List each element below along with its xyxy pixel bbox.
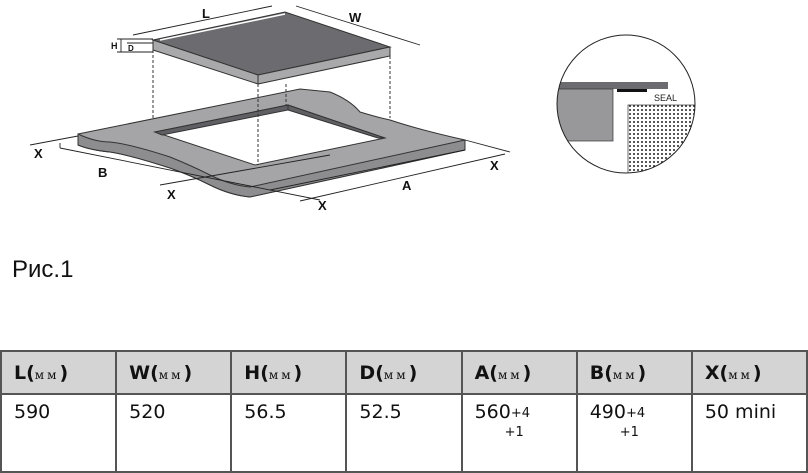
table-header-row: L(мм) W(мм) H(мм) D(мм) A(мм) B(мм) X(мм… [0, 350, 808, 395]
label-b: B [98, 165, 107, 180]
cell-w: 520 [115, 393, 233, 473]
label-w: W [349, 10, 362, 25]
installation-diagram: L W H D X B X X A X SEAL [29, 5, 696, 213]
header-h: H(мм) [230, 350, 348, 395]
cell-x: 50 mini [690, 393, 808, 473]
header-b: B(мм) [575, 350, 693, 395]
header-l: L(мм) [0, 350, 118, 395]
label-d: D [128, 44, 134, 53]
header-w: W(мм) [115, 350, 233, 395]
header-d: D(мм) [345, 350, 463, 395]
label-x-front: X [318, 198, 327, 213]
cell-b: 490+4+1 [575, 393, 693, 473]
cell-l: 590 [0, 393, 118, 473]
label-a: A [402, 178, 412, 193]
cell-a: 560+4+1 [460, 393, 578, 473]
hob [151, 11, 392, 85]
seal-label: SEAL [654, 93, 677, 103]
label-x-right: X [490, 158, 499, 173]
label-x-bottom: X [167, 187, 176, 202]
seal-detail: SEAL [556, 34, 696, 174]
table-row: 590 520 56.5 52.5 560+4+1 490+4+1 50 min… [0, 393, 808, 473]
header-x: X(мм) [690, 350, 808, 395]
label-h: H [111, 41, 118, 51]
cell-h: 56.5 [230, 393, 348, 473]
dimensions-table: L(мм) W(мм) H(мм) D(мм) A(мм) B(мм) X(мм… [0, 350, 808, 473]
cell-d: 52.5 [345, 393, 463, 473]
header-a: A(мм) [460, 350, 578, 395]
label-l: L [202, 6, 210, 21]
figure-caption: Рис.1 [12, 256, 74, 283]
label-x-left: X [34, 146, 43, 161]
